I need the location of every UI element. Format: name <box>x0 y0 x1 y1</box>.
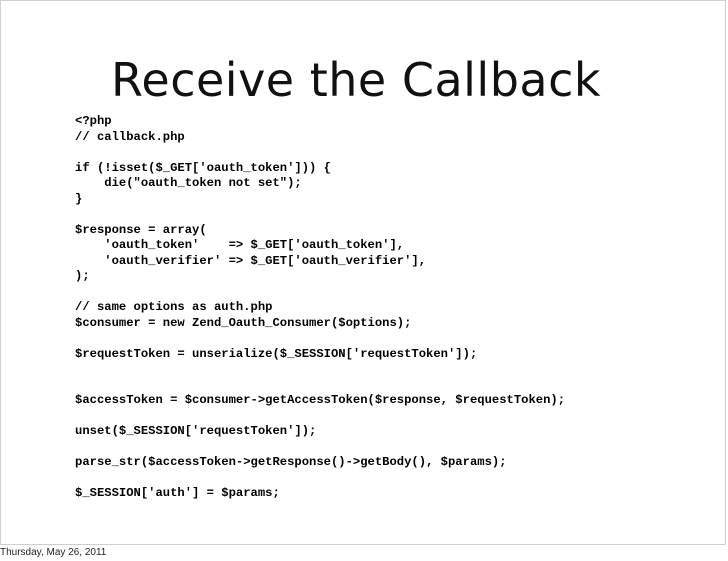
code-line: 'oauth_token' => $_GET['oauth_token'], <box>75 238 405 252</box>
code-line: $accessToken = $consumer->getAccessToken… <box>75 393 566 407</box>
code-line <box>75 331 705 347</box>
code-line: // same options as auth.php <box>75 300 273 314</box>
code-line: if (!isset($_GET['oauth_token'])) { <box>75 160 331 175</box>
code-line <box>75 471 705 487</box>
code-line <box>75 362 705 378</box>
slide-title: Receive the Callback <box>111 53 602 107</box>
code-line: $_SESSION['auth'] = $params; <box>75 486 280 500</box>
code-line: // callback.php <box>75 129 185 144</box>
code-line: $response = array( <box>75 222 207 237</box>
code-line: ); <box>75 269 90 283</box>
code-line <box>75 440 705 456</box>
code-line <box>75 145 705 161</box>
code-line: unset($_SESSION['requestToken']); <box>75 424 317 438</box>
code-line: die("oauth_token not set"); <box>75 176 302 190</box>
code-line <box>75 409 705 425</box>
code-line: $requestToken = unserialize($_SESSION['r… <box>75 346 478 361</box>
code-line <box>75 207 705 223</box>
code-line: $consumer = new Zend_Oauth_Consumer($opt… <box>75 315 412 330</box>
code-line: 'oauth_verifier' => $_GET['oauth_verifie… <box>75 253 427 268</box>
slide: Receive the Callback <?php// callback.ph… <box>0 0 726 545</box>
code-line: } <box>75 191 83 206</box>
slide-date: Thursday, May 26, 2011 <box>0 547 107 558</box>
code-line <box>75 378 705 394</box>
code-line <box>75 285 705 301</box>
code-block: <?php// callback.php if (!isset($_GET['oa… <box>75 114 705 502</box>
code-line: <?php <box>75 114 112 128</box>
code-line: parse_str($accessToken->getResponse()->g… <box>75 455 507 469</box>
